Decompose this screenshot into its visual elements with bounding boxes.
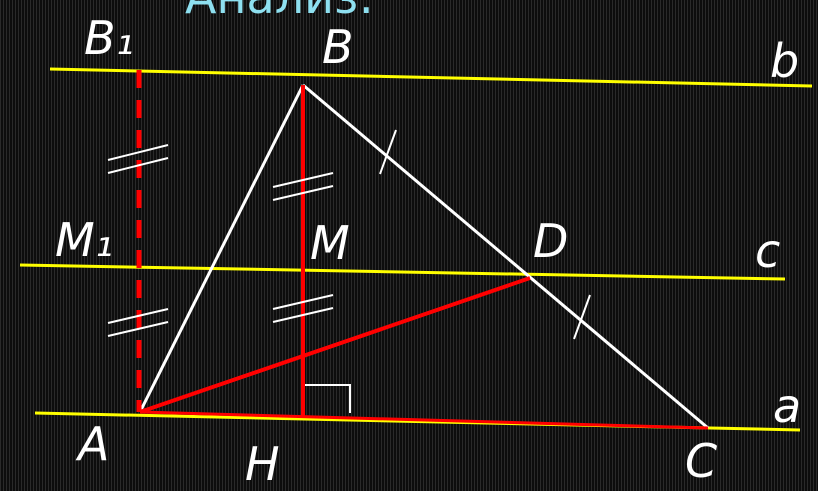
label-H: H <box>245 437 280 491</box>
side-BC <box>302 83 709 430</box>
label-c: c <box>755 224 781 278</box>
tick-mark <box>272 185 334 201</box>
label-A: A <box>78 417 110 471</box>
median-AD <box>139 276 531 414</box>
label-a: a <box>773 379 802 433</box>
label-C: C <box>685 434 718 488</box>
label-B: B <box>322 20 354 74</box>
tick-mark <box>107 321 169 337</box>
tick-mark <box>573 294 591 340</box>
tick-mark <box>272 172 334 188</box>
tick-mark <box>272 294 334 310</box>
tick-mark <box>107 144 169 161</box>
slide-title: Анализ: <box>185 0 374 24</box>
tick-mark <box>379 129 397 175</box>
line-b <box>49 67 813 88</box>
segment-AC <box>139 410 709 430</box>
tick-mark <box>107 157 169 174</box>
label-M: M <box>310 216 350 270</box>
tick-mark <box>107 308 169 324</box>
label-b: b <box>770 34 800 88</box>
label-M1: M₁ <box>55 213 114 267</box>
right-angle-mark <box>305 384 351 413</box>
tick-mark <box>272 307 334 323</box>
label-D: D <box>533 214 569 268</box>
side-AB <box>138 84 305 413</box>
label-B1: B₁ <box>84 11 134 65</box>
line-c <box>19 263 786 281</box>
